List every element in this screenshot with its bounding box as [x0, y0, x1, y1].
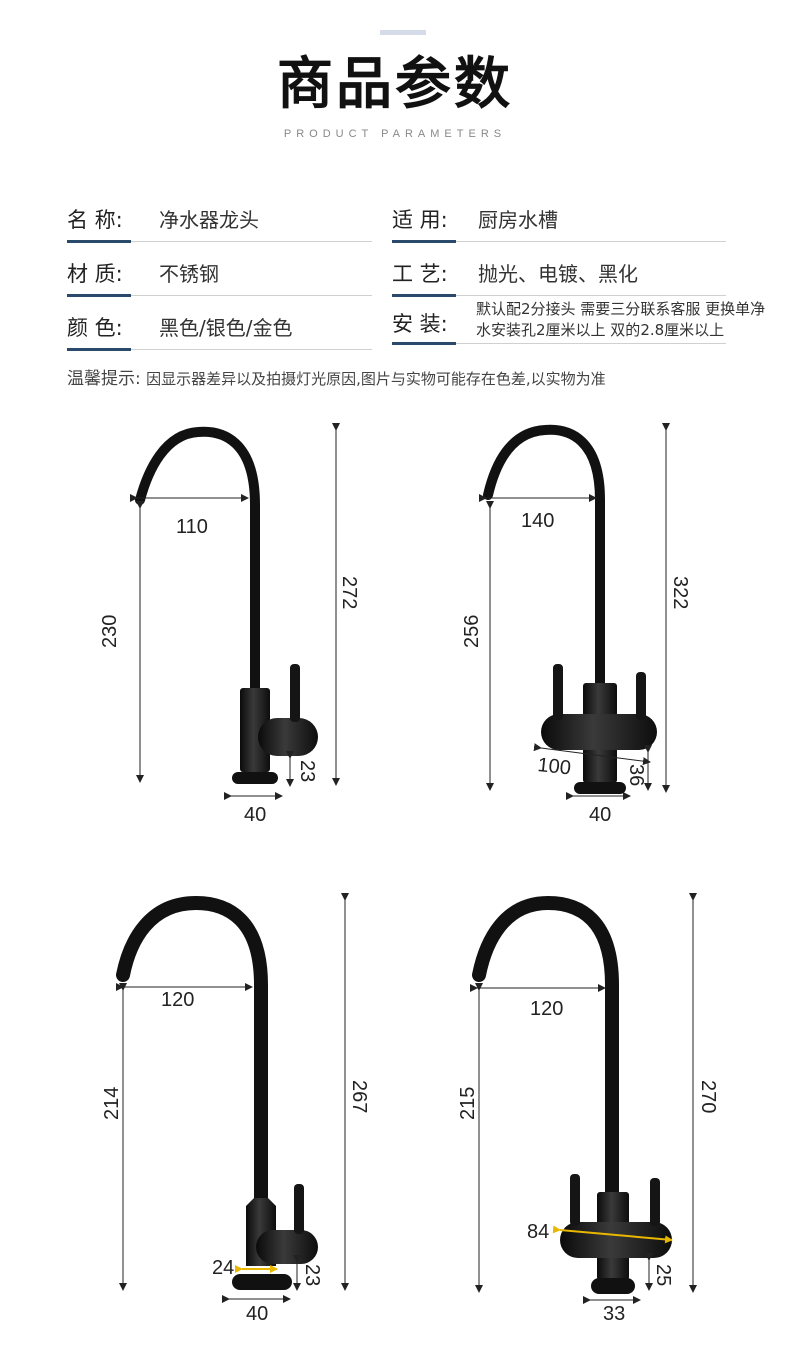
dim-base-width: 40 — [244, 804, 266, 826]
dim-spout-height: 215 — [457, 1087, 479, 1120]
param-label: 材 质: — [67, 262, 123, 286]
faucet-diagram-2: 140 256 322 100 36 40 — [461, 423, 691, 826]
dim-reach: 120 — [530, 998, 563, 1020]
faucet-diagram-4: 120 215 270 84 25 33 — [457, 893, 719, 1325]
param-label: 名 称: — [67, 208, 123, 232]
param-color: 颜 色: 黑色/银色/金色 — [67, 298, 372, 351]
param-value: 净水器龙头 — [159, 208, 259, 232]
divider-accent — [67, 348, 131, 351]
divider — [67, 241, 372, 242]
param-name: 名 称: 净水器龙头 — [67, 190, 372, 243]
page-subtitle: PRODUCT PARAMETERS — [283, 128, 507, 140]
faucet-diagram-3: 120 214 267 24 23 40 — [101, 893, 370, 1325]
dim-base-height: 25 — [652, 1264, 674, 1286]
dim-total-height: 270 — [697, 1080, 719, 1113]
tip-notice: 温馨提示: 因显示器差异以及拍摄灯光原因,图片与实物可能存在色差,以实物为准 — [67, 364, 606, 389]
divider-accent — [67, 240, 131, 243]
param-material: 材 质: 不锈钢 — [67, 244, 372, 297]
divider — [67, 349, 372, 350]
dim-total-height: 272 — [338, 576, 360, 609]
divider-accent — [392, 294, 456, 297]
param-label: 适 用: — [392, 208, 448, 232]
dim-reach: 110 — [176, 516, 208, 538]
param-value: 黑色/银色/金色 — [159, 316, 293, 340]
divider — [392, 241, 726, 242]
param-label: 安 装: — [392, 312, 448, 336]
param-value: 默认配2分接头 需要三分联系客服 更换单净水安装孔2厘米以上 双的2.8厘米以上 — [476, 300, 766, 339]
dim-spout-height: 214 — [101, 1087, 123, 1120]
dim-base-height: 23 — [296, 760, 318, 782]
dim-base-width: 40 — [246, 1303, 268, 1325]
param-value: 不锈钢 — [159, 262, 219, 286]
param-usage: 适 用: 厨房水槽 — [392, 190, 726, 243]
title-decoration-bar — [380, 30, 426, 35]
dim-base-width: 33 — [603, 1303, 625, 1325]
dim-base-height: 23 — [301, 1264, 323, 1286]
param-value: 抛光、电镀、黑化 — [478, 262, 638, 286]
divider — [392, 295, 726, 296]
dim-spout-height: 230 — [99, 615, 121, 648]
dim-base-height: 36 — [625, 764, 647, 786]
param-label: 工 艺: — [392, 262, 448, 286]
dim-base-width: 40 — [589, 804, 611, 826]
page-title: 商品参数 — [277, 52, 513, 117]
faucet-diagram-1: 110 230 272 23 40 — [99, 423, 360, 826]
dim-spout-height: 256 — [461, 615, 483, 648]
dim-body-width: 100 — [536, 754, 571, 779]
param-process: 工 艺: 抛光、电镀、黑化 — [392, 244, 726, 297]
dim-total-height: 322 — [669, 576, 691, 609]
tip-label: 温馨提示: — [67, 369, 141, 389]
dim-body-width: 84 — [527, 1221, 549, 1243]
param-install: 安 装: 默认配2分接头 需要三分联系客服 更换单净水安装孔2厘米以上 双的2.… — [392, 292, 765, 345]
param-value: 厨房水槽 — [478, 208, 558, 232]
dim-body-width: 24 — [212, 1257, 234, 1279]
divider — [67, 295, 372, 296]
dim-reach: 140 — [521, 510, 554, 532]
divider-accent — [392, 342, 456, 345]
dim-total-height: 267 — [348, 1080, 370, 1113]
param-label: 颜 色: — [67, 316, 123, 340]
divider — [392, 343, 726, 344]
divider-accent — [392, 240, 456, 243]
divider-accent — [67, 294, 131, 297]
tip-text: 因显示器差异以及拍摄灯光原因,图片与实物可能存在色差,以实物为准 — [146, 370, 606, 388]
dim-reach: 120 — [161, 989, 194, 1011]
